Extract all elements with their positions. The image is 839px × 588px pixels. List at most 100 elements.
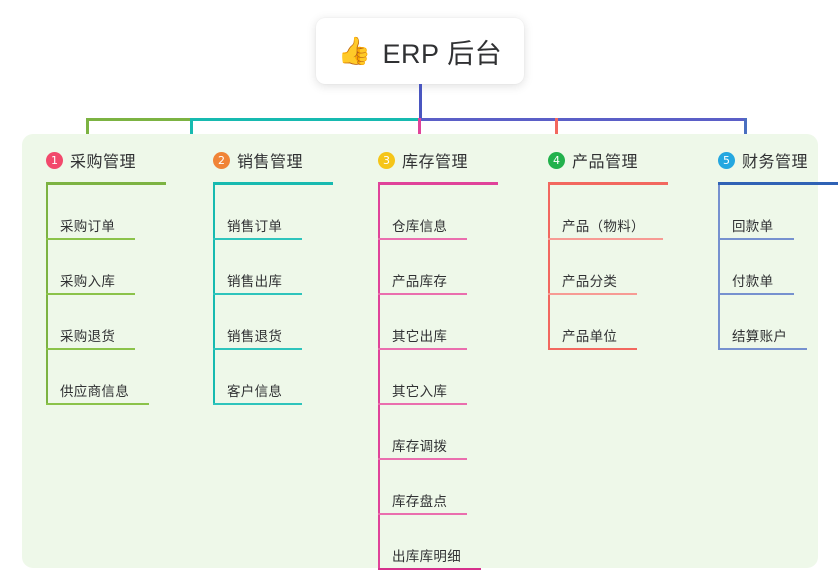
column-badge-1: 1	[46, 151, 63, 169]
leaf-stem	[548, 295, 550, 350]
column-header-2[interactable]: 2 销售管理	[193, 146, 353, 174]
leaf-stem	[378, 515, 380, 570]
list-item[interactable]: 采购订单	[46, 185, 186, 240]
list-item[interactable]: 采购入库	[46, 240, 186, 295]
column-purchasing: 1 采购管理 采购订单 采购入库 采购退货 供应商信息	[26, 146, 186, 405]
root-node-card[interactable]: 👍 ERP 后台	[316, 18, 524, 84]
leaf-list-3: 仓库信息 产品库存 其它出库 其它入库 库存调拨	[358, 185, 528, 570]
leaf-stem	[378, 350, 380, 405]
leaf-list-4: 产品（物料） 产品分类 产品单位	[528, 185, 708, 350]
list-item[interactable]: 其它出库	[378, 295, 528, 350]
leaf-stem	[213, 185, 215, 240]
leaf-underline	[213, 403, 302, 405]
leaf-label: 客户信息	[227, 384, 283, 399]
leaf-stem	[378, 405, 380, 460]
trunk-bar-green	[86, 118, 190, 121]
column-badge-4: 4	[548, 151, 565, 169]
leaf-underline	[46, 238, 135, 240]
trunk-bar-purple	[419, 118, 746, 121]
leaf-underline	[548, 348, 637, 350]
column-header-1[interactable]: 1 采购管理	[26, 146, 186, 174]
leaf-stem	[213, 350, 215, 405]
leaf-label: 结算账户	[732, 329, 788, 344]
trunk-bar-teal	[190, 118, 420, 121]
content-panel	[22, 134, 818, 568]
list-item[interactable]: 出库库明细	[378, 515, 528, 570]
column-rule-4	[548, 182, 668, 185]
list-item[interactable]: 销售退货	[213, 295, 353, 350]
leaf-stem	[213, 295, 215, 350]
column-badge-2: 2	[213, 151, 230, 169]
leaf-list-1: 采购订单 采购入库 采购退货 供应商信息	[26, 185, 186, 405]
leaf-label: 产品分类	[562, 274, 618, 289]
leaf-underline	[718, 348, 807, 350]
column-title-1: 采购管理	[70, 154, 137, 171]
leaf-underline	[718, 293, 794, 295]
leaf-stem	[718, 295, 720, 350]
root-node-title: ERP 后台	[382, 38, 503, 69]
leaf-label: 销售出库	[227, 274, 283, 289]
leaf-label: 销售退货	[227, 329, 283, 344]
list-item[interactable]: 产品（物料）	[548, 185, 708, 240]
list-item[interactable]: 仓库信息	[378, 185, 528, 240]
leaf-stem	[548, 240, 550, 295]
leaf-underline	[213, 238, 302, 240]
list-item[interactable]: 采购退货	[46, 295, 186, 350]
thumbs-up-icon: 👍	[337, 35, 372, 66]
column-rule-2	[213, 182, 333, 185]
leaf-stem	[378, 240, 380, 295]
leaf-stem	[378, 460, 380, 515]
leaf-underline	[548, 293, 637, 295]
leaf-stem	[46, 185, 48, 240]
leaf-underline	[46, 293, 135, 295]
column-badge-5: 5	[718, 151, 735, 169]
leaf-underline	[378, 458, 467, 460]
leaf-underline	[378, 513, 467, 515]
list-item[interactable]: 销售出库	[213, 240, 353, 295]
leaf-underline	[46, 403, 149, 405]
column-inventory: 3 库存管理 仓库信息 产品库存 其它出库 其它入库	[358, 146, 528, 570]
leaf-stem	[718, 185, 720, 240]
leaf-list-5: 回款单 付款单 结算账户	[698, 185, 839, 350]
leaf-stem	[213, 240, 215, 295]
leaf-label: 库存调拨	[392, 439, 448, 454]
leaf-list-2: 销售订单 销售出库 销售退货 客户信息	[193, 185, 353, 405]
column-badge-3: 3	[378, 151, 395, 169]
leaf-label: 其它入库	[392, 384, 448, 399]
leaf-underline	[378, 403, 467, 405]
column-header-5[interactable]: 5 财务管理	[698, 146, 839, 174]
list-item[interactable]: 产品库存	[378, 240, 528, 295]
list-item[interactable]: 客户信息	[213, 350, 353, 405]
list-item[interactable]: 供应商信息	[46, 350, 186, 405]
list-item[interactable]: 其它入库	[378, 350, 528, 405]
list-item[interactable]: 回款单	[718, 185, 839, 240]
leaf-label: 付款单	[732, 274, 774, 289]
leaf-label: 供应商信息	[60, 384, 129, 399]
column-rule-3	[378, 182, 498, 185]
leaf-stem	[46, 295, 48, 350]
column-header-4[interactable]: 4 产品管理	[528, 146, 708, 174]
list-item[interactable]: 产品单位	[548, 295, 708, 350]
leaf-label: 产品库存	[392, 274, 448, 289]
column-product: 4 产品管理 产品（物料） 产品分类 产品单位	[528, 146, 708, 350]
list-item[interactable]: 销售订单	[213, 185, 353, 240]
leaf-label: 采购订单	[60, 219, 116, 234]
list-item[interactable]: 付款单	[718, 240, 839, 295]
column-title-3: 库存管理	[402, 154, 469, 171]
leaf-label: 采购退货	[60, 329, 116, 344]
column-rule-1	[46, 182, 166, 185]
leaf-underline	[378, 238, 467, 240]
leaf-label: 库存盘点	[392, 494, 448, 509]
leaf-label: 仓库信息	[392, 219, 448, 234]
list-item[interactable]: 产品分类	[548, 240, 708, 295]
list-item[interactable]: 库存盘点	[378, 460, 528, 515]
leaf-underline	[46, 348, 135, 350]
column-header-3[interactable]: 3 库存管理	[358, 146, 528, 174]
column-finance: 5 财务管理 回款单 付款单 结算账户	[698, 146, 839, 350]
leaf-stem	[718, 240, 720, 295]
column-title-4: 产品管理	[572, 154, 639, 171]
list-item[interactable]: 库存调拨	[378, 405, 528, 460]
leaf-label: 出库库明细	[392, 549, 461, 564]
list-item[interactable]: 结算账户	[718, 295, 839, 350]
